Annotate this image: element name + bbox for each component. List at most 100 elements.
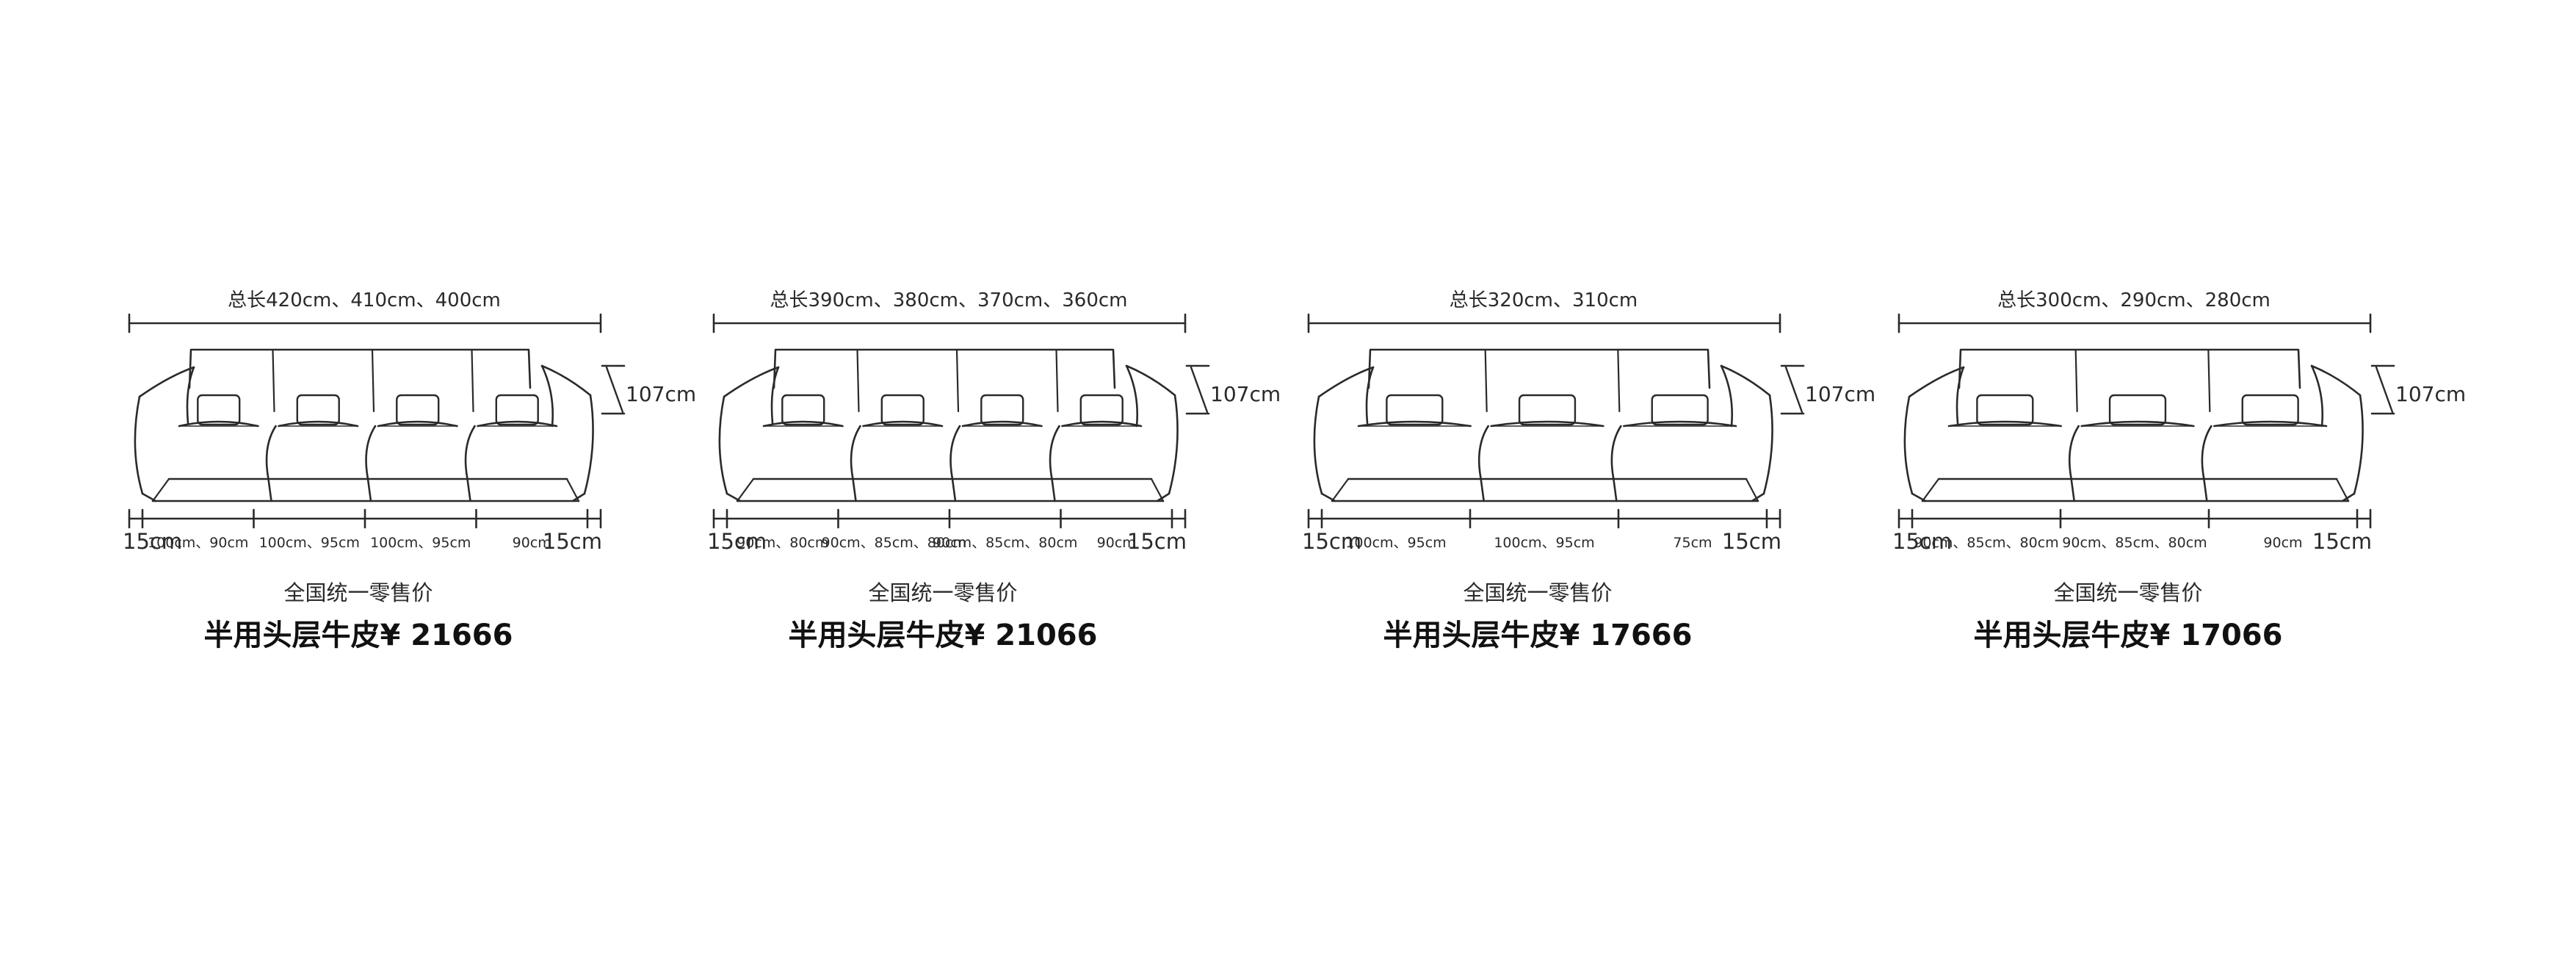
retail-price-label: 全国统一零售价 (868, 580, 1018, 605)
seat-cushion-top (2080, 420, 2195, 428)
seat-cushion-divider (1610, 425, 1622, 502)
right-arm-outer (1168, 394, 1179, 495)
back-cushion-divider (272, 348, 275, 413)
base-left-edge (1921, 477, 1940, 502)
sofa-drawing: 总长300cm、290cm、280cm 107cm 15cm 15cm 90cm… (1892, 289, 2466, 554)
back-cushion-divider (955, 348, 960, 413)
material-label: 半用头层牛皮 (1973, 619, 2150, 652)
left-leg (1911, 492, 1927, 502)
seat-width-label: 100cm、90cm (148, 535, 248, 551)
back-cushion-divider (471, 348, 474, 413)
seat-cushion-top (961, 420, 1043, 428)
seat-cushion-divider (2068, 425, 2080, 502)
price-value: 21666 (410, 619, 513, 652)
backrest-outline (773, 348, 1116, 389)
throw-pillow (197, 394, 241, 426)
right-arm-top (1125, 364, 1176, 397)
price-line: 半用头层牛皮¥ 17066 (1887, 611, 2369, 654)
seat-width-label: 90cm (2263, 535, 2302, 551)
price-value: 17066 (2180, 619, 2283, 652)
seat-cushion-top (1623, 420, 1737, 428)
seat-width-label: 100cm、95cm (259, 535, 360, 551)
seat-cushion-divider (265, 425, 277, 502)
throw-pillow (296, 394, 340, 426)
sofa-drawing: 总长390cm、380cm、370cm、360cm 107cm 15cm 15c… (707, 289, 1281, 554)
back-cushion-divider (1055, 348, 1059, 413)
height-label: 107cm (2395, 382, 2466, 406)
seat-width-label: 90cm (513, 535, 551, 551)
seat-cushion-divider (464, 425, 476, 502)
right-leg (2341, 492, 2356, 502)
sofa-drawing: 总长420cm、410cm、400cm 107cm 15cm 15cm 100c… (123, 289, 696, 554)
back-cushion-divider (2207, 348, 2211, 413)
left-arm-inner (186, 366, 195, 425)
price-line: 半用头层牛皮¥ 21066 (702, 611, 1184, 654)
seat-width-label: 90cm、85cm、80cm (1914, 535, 2058, 551)
seat-width-label: 90cm (1097, 535, 1136, 551)
seat-cushion-top (1490, 420, 1604, 428)
height-label: 107cm (1210, 382, 1281, 406)
seat-width-label: 90cm、85cm、80cm (822, 535, 966, 551)
left-arm-outer (134, 395, 144, 495)
left-arm-outer (718, 395, 728, 495)
right-arm-inner (2310, 364, 2324, 428)
base-left-edge (1331, 477, 1350, 502)
height-dimension-line (2375, 366, 2394, 414)
back-cushion-divider (856, 348, 860, 413)
arm-right-label: 15cm (1127, 529, 1187, 554)
seat-width-label: 100cm、95cm (370, 535, 471, 551)
seat-cushion-top (862, 420, 944, 428)
seat-cushion-top (762, 420, 844, 428)
currency-symbol: ¥ (380, 619, 401, 652)
throw-pillow (396, 394, 440, 426)
seat-cushion-top (477, 420, 558, 428)
sofa-panel-300: 总长300cm、290cm、280cm 107cm 15cm 15cm 90cm… (1887, 286, 2466, 668)
currency-symbol: ¥ (2149, 619, 2171, 652)
left-leg (726, 492, 742, 502)
throw-pillow (2108, 394, 2167, 426)
price-line: 半用头层牛皮¥ 17666 (1297, 611, 1779, 654)
left-arm-outer (1903, 395, 1914, 495)
back-cushion-divider (2074, 348, 2078, 413)
back-cushion-divider (371, 348, 375, 413)
right-arm-top (2310, 364, 2362, 397)
seat-width-label: 90cm、85cm、80cm (2062, 535, 2207, 551)
right-arm-outer (583, 394, 594, 495)
throw-pillow (1518, 394, 1577, 426)
seat-cushion-divider (949, 425, 961, 502)
height-dimension-line (1784, 366, 1803, 414)
base-right-edge (2335, 477, 2350, 502)
seat-cushion-divider (2201, 425, 2213, 502)
price-value: 21066 (995, 619, 1098, 652)
back-cushion-divider (1484, 348, 1488, 413)
currency-symbol: ¥ (1559, 619, 1580, 652)
height-label: 107cm (626, 382, 696, 406)
seat-cushion-top (377, 420, 458, 428)
seat-cushion-top (2213, 420, 2328, 428)
material-label: 半用头层牛皮 (788, 619, 965, 652)
left-arm-inner (1955, 366, 1965, 425)
throw-pillow (2241, 394, 2299, 426)
right-leg (1751, 492, 1765, 502)
seat-cushion-divider (850, 425, 861, 502)
seat-width-label: 100cm、95cm (1494, 535, 1594, 551)
sofa-panel-390: 总长390cm、380cm、370cm、360cm 107cm 15cm 15c… (702, 286, 1281, 668)
seat-cushion-divider (365, 425, 377, 502)
retail-price-label: 全国统一零售价 (2053, 580, 2203, 605)
base-left-edge (151, 477, 170, 502)
right-arm-outer (1762, 394, 1773, 495)
arm-left-label: 15cm (1892, 529, 1952, 554)
throw-pillow (1079, 394, 1124, 426)
throw-pillow (1386, 394, 1444, 426)
price-value: 17666 (1590, 619, 1693, 652)
right-arm-inner (1720, 364, 1734, 428)
throw-pillow (980, 394, 1024, 426)
arm-right-label: 15cm (2312, 529, 2372, 554)
seat-cushion-top (178, 420, 259, 428)
sofa-panel-320: 总长320cm、310cm 107cm 15cm 15cm 100cm、95cm… (1297, 286, 1875, 668)
seat-cushion-divider (1477, 425, 1489, 502)
throw-pillow (1976, 394, 2034, 426)
arm-left-label: 15cm (123, 529, 182, 554)
left-leg (1320, 492, 1336, 502)
left-arm-outer (1313, 395, 1323, 495)
